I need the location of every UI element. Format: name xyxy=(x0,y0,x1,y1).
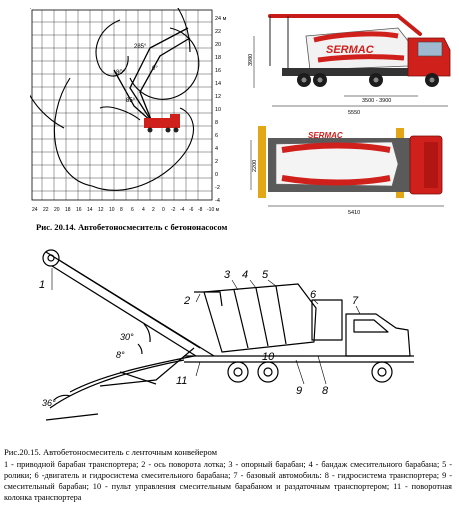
callout-4: 4 xyxy=(242,269,248,281)
callout-8: 8 xyxy=(322,385,329,397)
svg-text:16: 16 xyxy=(76,207,82,213)
svg-text:18: 18 xyxy=(215,55,221,61)
dim-height: 3980 xyxy=(248,54,254,66)
svg-text:-2: -2 xyxy=(215,185,220,191)
svg-text:8: 8 xyxy=(215,120,218,126)
svg-text:10: 10 xyxy=(109,207,115,213)
svg-text:-10 м: -10 м xyxy=(207,207,220,213)
angle-label: 80° xyxy=(116,70,126,76)
angle-label: 285° xyxy=(134,44,147,50)
svg-text:2: 2 xyxy=(152,207,155,213)
svg-text:-2: -2 xyxy=(171,207,176,213)
svg-text:12: 12 xyxy=(215,94,221,100)
fig2-legend: 1 - приводной барабан транспортера; 2 - … xyxy=(4,460,452,502)
dim-length: 5550 xyxy=(348,110,360,116)
angle-8: 8° xyxy=(116,350,125,360)
svg-text:12: 12 xyxy=(98,207,104,213)
svg-text:6: 6 xyxy=(215,133,218,139)
truck-small-icon xyxy=(144,114,180,133)
svg-text:22: 22 xyxy=(215,29,221,35)
svg-text:14: 14 xyxy=(215,81,221,87)
callout-9: 9 xyxy=(296,385,302,397)
brand-text: SERMAC xyxy=(326,44,375,56)
callout-7: 7 xyxy=(352,295,359,307)
svg-text:20: 20 xyxy=(54,207,60,213)
svg-text:0: 0 xyxy=(162,207,165,213)
truck-side-view: SERMAC 3980 3500 - 3900 5550 xyxy=(248,14,451,116)
right-axis: 24 м 22 20 18 16 14 12 10 8 6 4 2 0 -2 -… xyxy=(215,16,227,204)
svg-text:-8: -8 xyxy=(198,207,203,213)
angle-label: 85° xyxy=(126,98,136,104)
angle-30: 30° xyxy=(120,332,134,342)
callout-5: 5 xyxy=(262,269,269,281)
svg-text:2: 2 xyxy=(215,159,218,165)
dim-wheelbase: 3500 - 3900 xyxy=(362,98,391,104)
svg-text:10: 10 xyxy=(215,107,221,113)
callout-1: 1 xyxy=(39,279,45,291)
svg-text:20: 20 xyxy=(215,42,221,48)
svg-text:16: 16 xyxy=(215,68,221,74)
svg-text:24: 24 xyxy=(32,207,38,213)
svg-text:4: 4 xyxy=(215,146,218,152)
svg-text:0: 0 xyxy=(215,172,218,178)
callout-6: 6 xyxy=(310,289,317,301)
svg-text:6: 6 xyxy=(131,207,134,213)
dim-top-length: 5410 xyxy=(348,210,360,216)
angle-label: 0° xyxy=(152,66,158,72)
brand-text-top: SERMAC xyxy=(308,131,343,140)
dim-width: 2200 xyxy=(252,160,258,172)
callout-2: 2 xyxy=(183,295,190,307)
truck-top-view: SERMAC 2200 5410 xyxy=(250,126,444,216)
svg-text:-4: -4 xyxy=(180,207,185,213)
callout-10: 10 xyxy=(262,351,275,363)
callout-3: 3 xyxy=(224,269,231,281)
svg-text:-6: -6 xyxy=(189,207,194,213)
callout-11: 11 xyxy=(176,375,187,387)
conveyor-truck-drawing: 1 2 3 4 5 6 7 8 9 10 11 30° 8° 36° xyxy=(39,249,414,421)
fig2-caption: Рис.20.15. Автобетоносмеситель с ленточн… xyxy=(4,447,218,457)
svg-text:-4: -4 xyxy=(215,198,220,204)
bottom-axis: 24 22 20 18 16 14 12 10 8 6 4 2 0 -2 -4 … xyxy=(32,207,220,213)
working-zone-diagram: 285° 80° 0° 85° 24 м 22 20 18 16 14 12 1… xyxy=(30,8,227,213)
svg-text:4: 4 xyxy=(142,207,145,213)
svg-text:22: 22 xyxy=(43,207,49,213)
svg-text:8: 8 xyxy=(120,207,123,213)
fig1-caption: Рис. 20.14. Автобетоносмеситель с бетоно… xyxy=(36,222,228,232)
svg-text:14: 14 xyxy=(87,207,93,213)
svg-text:24 м: 24 м xyxy=(215,16,227,22)
svg-text:18: 18 xyxy=(65,207,71,213)
angle-36: 36° xyxy=(42,398,56,408)
